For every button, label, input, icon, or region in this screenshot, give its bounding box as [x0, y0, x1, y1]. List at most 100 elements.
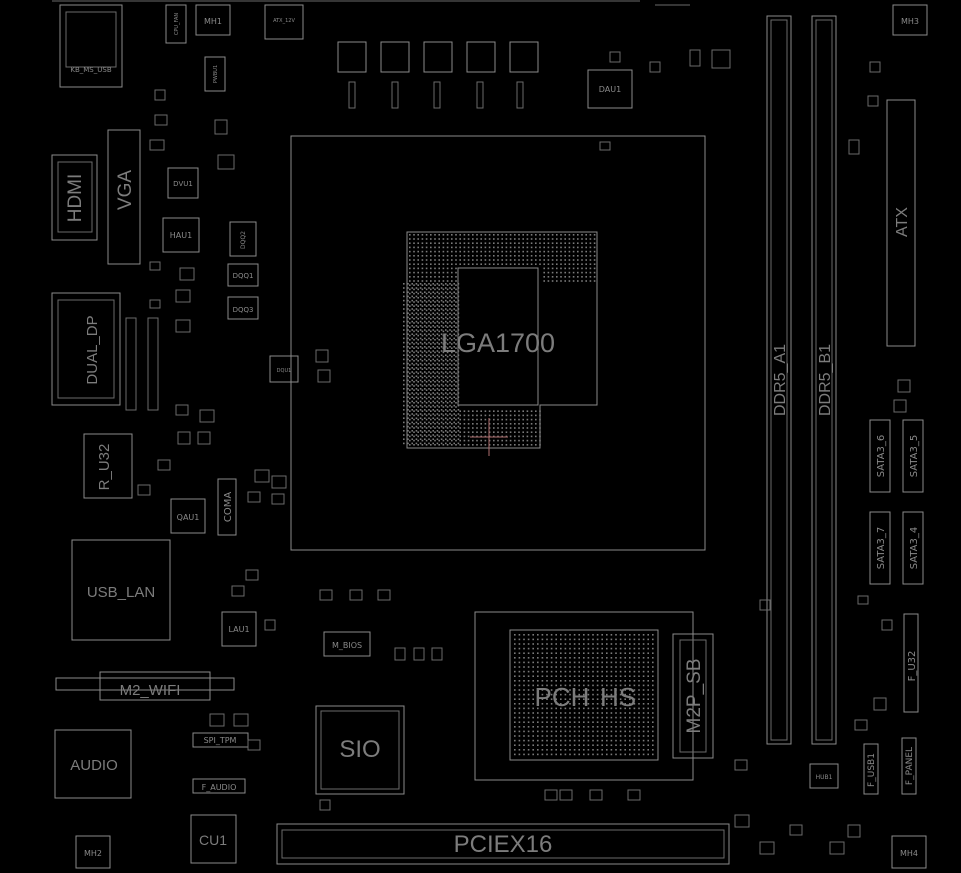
passive-component: [209, 713, 225, 727]
mounting-hole-mh3[interactable]: MH3: [892, 4, 928, 36]
pch-chip[interactable]: PCH HS: [474, 611, 694, 781]
passive-component: [829, 841, 845, 855]
sata3-4-label: SATA3_4: [909, 527, 920, 570]
dqq3-mosfet[interactable]: DQQ3: [227, 296, 259, 320]
audio-connector[interactable]: AUDIO: [54, 729, 132, 799]
usb-lan-connector[interactable]: USB_LAN: [71, 539, 171, 641]
m2p-sb-slot[interactable]: M2P_SB: [672, 633, 714, 759]
qau1-label: QAU1: [177, 513, 200, 522]
passive-component: [157, 459, 171, 471]
passive-component: [869, 61, 881, 73]
audio-label: AUDIO: [70, 757, 118, 774]
passive-component: [559, 789, 573, 801]
pwbu1-chip[interactable]: PWBU1: [204, 56, 226, 92]
passive-component: [599, 141, 611, 151]
passive-component: [413, 647, 425, 661]
kb-ms-usb-connector[interactable]: KB_MS_USB: [59, 4, 123, 88]
dual-dp-connector[interactable]: DUAL_DP: [51, 292, 121, 406]
dqq3-label: DQQ3: [233, 306, 254, 314]
f-panel-header[interactable]: F_PANEL: [901, 737, 917, 795]
mh2-label: MH2: [84, 849, 102, 858]
passive-component: [233, 713, 249, 727]
hau1-label: HAU1: [170, 231, 192, 240]
passive-component: [394, 647, 406, 661]
cpu-fan-label: CPU_FAN: [174, 13, 180, 36]
ddr5-a1-label: DDR5_A1: [772, 344, 789, 416]
r-u32-label: R_U32: [96, 444, 113, 491]
spi-tpm-header[interactable]: SPI_TPM: [192, 732, 249, 748]
sata3-5-label: SATA3_5: [909, 435, 920, 478]
sata3-4-port[interactable]: SATA3_4: [902, 511, 924, 585]
r-u32-connector[interactable]: R_U32: [83, 433, 133, 499]
hau1-chip[interactable]: HAU1: [162, 217, 200, 253]
m-bios-label: M_BIOS: [332, 641, 362, 650]
atx-12v-connector[interactable]: ATX_12V: [264, 4, 304, 40]
hs-label: HS: [600, 682, 636, 712]
mh4-label: MH4: [900, 849, 918, 858]
passive-components: [137, 49, 911, 855]
passive-component: [847, 824, 861, 838]
ddr5-b1-slot[interactable]: DDR5_B1: [811, 15, 837, 745]
sata3-7-port[interactable]: SATA3_7: [869, 511, 891, 585]
dau1-chip[interactable]: DAU1: [587, 69, 633, 109]
passive-component: [897, 379, 911, 393]
mounting-hole-mh2[interactable]: MH2: [75, 835, 111, 869]
dqq1-label: DQQ1: [233, 272, 254, 280]
cu1-label: CU1: [199, 832, 227, 848]
hub1-chip[interactable]: HUB1: [809, 763, 839, 789]
lga1700-socket[interactable]: LGA1700: [290, 135, 706, 551]
m-bios-chip[interactable]: M_BIOS: [323, 631, 371, 657]
sata3-6-port[interactable]: SATA3_6: [869, 419, 891, 493]
sata3-5-port[interactable]: SATA3_5: [902, 419, 924, 493]
sata3-6-label: SATA3_6: [876, 435, 887, 478]
qau1-chip[interactable]: QAU1: [170, 498, 206, 534]
sio-chip[interactable]: SIO: [315, 705, 405, 795]
mounting-hole-mh4[interactable]: MH4: [891, 835, 927, 869]
dqu1-label: DQU1: [277, 368, 292, 374]
m2-wifi-slot[interactable]: M2_WIFI: [55, 671, 235, 701]
mounting-hole-mh1[interactable]: MH1: [195, 4, 231, 36]
passive-component: [319, 799, 331, 811]
passive-component: [431, 647, 443, 661]
passive-component: [789, 824, 803, 836]
vga-label: VGA: [115, 170, 136, 210]
dqu1-chip[interactable]: DQU1: [269, 355, 299, 383]
lau1-chip[interactable]: LAU1: [221, 611, 257, 647]
passive-component: [214, 119, 228, 135]
vga-connector[interactable]: VGA: [107, 129, 141, 265]
atx-power-connector[interactable]: ATX: [886, 99, 916, 347]
hdmi-connector[interactable]: HDMI: [51, 154, 98, 241]
cu1-chip[interactable]: CU1: [190, 814, 237, 864]
passive-component: [873, 697, 887, 711]
dqq1-mosfet[interactable]: DQQ1: [227, 263, 259, 287]
pciex16-slot[interactable]: PCIEX16: [276, 823, 730, 865]
passive-component: [734, 814, 750, 828]
passive-component: [349, 589, 363, 601]
passive-component: [848, 139, 860, 155]
passive-component: [271, 493, 285, 505]
cpu-fan-header[interactable]: CPU_FAN: [165, 4, 187, 44]
passive-component: [867, 95, 879, 107]
passive-component: [319, 589, 333, 601]
kb-ms-usb-label: KB_MS_USB: [70, 66, 111, 74]
lga1700-label: LGA1700: [441, 328, 555, 358]
passive-component: [175, 289, 191, 303]
ddr5-a1-slot[interactable]: DDR5_A1: [766, 15, 792, 745]
dqq2-mosfet[interactable]: DQQ2: [229, 221, 257, 257]
ddr5-b1-label: DDR5_B1: [817, 344, 834, 416]
passive-component: [734, 759, 748, 771]
coma-header[interactable]: COMA: [217, 478, 237, 536]
f-audio-header[interactable]: F_AUDIO: [192, 778, 246, 794]
f-u32-header[interactable]: F_U32: [903, 613, 919, 713]
dvu1-chip[interactable]: DVU1: [167, 167, 199, 199]
passive-component: [175, 319, 191, 333]
passive-component: [609, 51, 621, 63]
passive-component: [377, 589, 391, 601]
passive-component: [881, 619, 893, 631]
passive-component: [689, 49, 701, 67]
passive-component: [317, 369, 331, 383]
passive-component: [149, 299, 161, 309]
passive-component: [245, 569, 259, 581]
f-usb1-header[interactable]: F_USB1: [863, 743, 879, 795]
